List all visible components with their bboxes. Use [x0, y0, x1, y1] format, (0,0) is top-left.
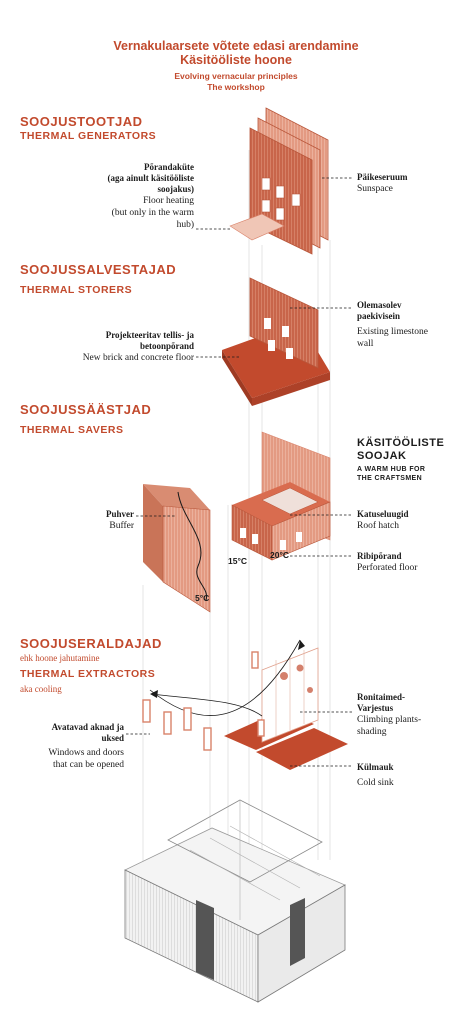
- sunspace-label: Päikeseruum Sunspace: [357, 172, 408, 195]
- operable-window-frames: [142, 651, 265, 751]
- windows-doors-label: Avatavad aknad ja uksed Windows and door…: [4, 722, 124, 771]
- section-title-savers-en: THERMAL SAVERS: [20, 424, 124, 436]
- brick-floor-label: Projekteeritav tellis- ja betoonpõrand N…: [14, 330, 194, 364]
- floor-heating-en-1: Floor heating: [143, 196, 194, 206]
- windows-en-1: Windows and doors: [48, 748, 124, 758]
- temp-15-label: 15°C: [228, 556, 247, 566]
- limestone-en-2: wall: [357, 339, 374, 349]
- perforated-en: Perforated floor: [357, 563, 418, 573]
- hub-en-1: A WARM HUB FOR: [357, 466, 426, 473]
- section-title-generators-en: THERMAL GENERATORS: [20, 130, 157, 142]
- buffer-wall: [143, 484, 211, 613]
- buffer-et: Puhver: [106, 509, 134, 519]
- limestone-et-2: paekivisein: [357, 311, 401, 321]
- floor-heating-en-2: (but only in the warm: [111, 208, 194, 218]
- windows-en-2: that can be opened: [53, 760, 124, 770]
- limestone-wall-label: Olemasolev paekivisein Existing limeston…: [357, 300, 428, 350]
- extractors-note-et: ehk hoone jahutamine: [20, 653, 100, 663]
- hub-et-1: KÄSITÖÖLISTE: [357, 437, 445, 449]
- perforated-et: Ribipõrand: [357, 551, 402, 561]
- plants-en-2: shading: [357, 727, 387, 737]
- plants-en-1: Climbing plants-: [357, 715, 422, 725]
- floor-heating-et-2: (aga ainult käsitööliste: [107, 173, 194, 183]
- hub-et-2: SOOJAK: [357, 450, 407, 462]
- brick-floor-et-1: Projekteeritav tellis- ja: [105, 330, 194, 340]
- subtitle-line-1: Evolving vernacular principles: [174, 71, 298, 81]
- buffer-label: Puhver Buffer: [34, 509, 134, 532]
- floor-heating-en-3: hub): [176, 220, 194, 230]
- roof-hatch-label: Katuseluugid Roof hatch: [357, 509, 409, 532]
- subtitle-line-2: The workshop: [207, 82, 265, 92]
- leader-lines: [126, 177, 352, 767]
- storer-wall-floor: [222, 277, 330, 406]
- perforated-floor-label: Ribipõrand Perforated floor: [357, 551, 417, 574]
- sunspace-et: Päikeseruum: [357, 172, 408, 182]
- section-title-storers-en: THERMAL STORERS: [20, 284, 133, 296]
- floor-heating-et-3: soojakus): [157, 184, 194, 194]
- sunspace-frames: [229, 107, 329, 255]
- temp-5-label: 5°C: [195, 593, 210, 603]
- floor-heating-et-1: Põrandaküte: [143, 162, 194, 172]
- temp-20-label: 20°C: [270, 550, 289, 560]
- hatch-en: Roof hatch: [357, 521, 399, 531]
- section-title-extractors-et: SOOJUSERALDAJAD: [20, 636, 162, 651]
- warm-hub-label: KÄSITÖÖLISTE SOOJAK A WARM HUB FOR THE C…: [357, 437, 444, 483]
- title-line-1: Vernakulaarsete võtete edasi arendamine: [113, 39, 359, 53]
- coldsink-en: Cold sink: [357, 778, 394, 788]
- brick-floor-et-2: betoonpõrand: [139, 341, 194, 351]
- limestone-en-1: Existing limestone: [357, 327, 428, 337]
- cold-sink-label: Külmauk Cold sink: [357, 762, 394, 789]
- hub-en-2: THE CRAFTSMEN: [357, 475, 423, 482]
- windows-et-2: uksed: [101, 733, 124, 743]
- workshop-building: [124, 799, 346, 1003]
- plants-et-1: Ronitaimed-: [357, 692, 405, 702]
- section-title-extractors-en: THERMAL EXTRACTORS: [20, 668, 156, 680]
- title-line-2: Käsitööliste hoone: [180, 53, 292, 67]
- warm-hub: [231, 431, 331, 561]
- buffer-en: Buffer: [109, 521, 134, 531]
- limestone-et-1: Olemasolev: [357, 300, 402, 310]
- coldsink-et: Külmauk: [357, 762, 394, 772]
- sunspace-en: Sunspace: [357, 184, 393, 194]
- extractors-note-en: aka cooling: [20, 684, 62, 694]
- plants-et-2: Varjestus: [357, 703, 394, 713]
- section-title-storers-et: SOOJUSSALVESTAJAD: [20, 262, 177, 277]
- extractor-slabs: [149, 639, 348, 770]
- brick-floor-en: New brick and concrete floor: [82, 353, 194, 363]
- climbing-plants-label: Ronitaimed- Varjestus Climbing plants- s…: [357, 692, 421, 738]
- floor-heating-label: Põrandaküte (aga ainult käsitööliste soo…: [14, 162, 194, 231]
- section-title-generators-et: SOOJUSTOOTJAD: [20, 114, 143, 129]
- hatch-et: Katuseluugid: [357, 509, 409, 519]
- section-title-savers-et: SOOJUSSÄÄSTJAD: [20, 402, 152, 417]
- windows-et-1: Avatavad aknad ja: [51, 722, 124, 732]
